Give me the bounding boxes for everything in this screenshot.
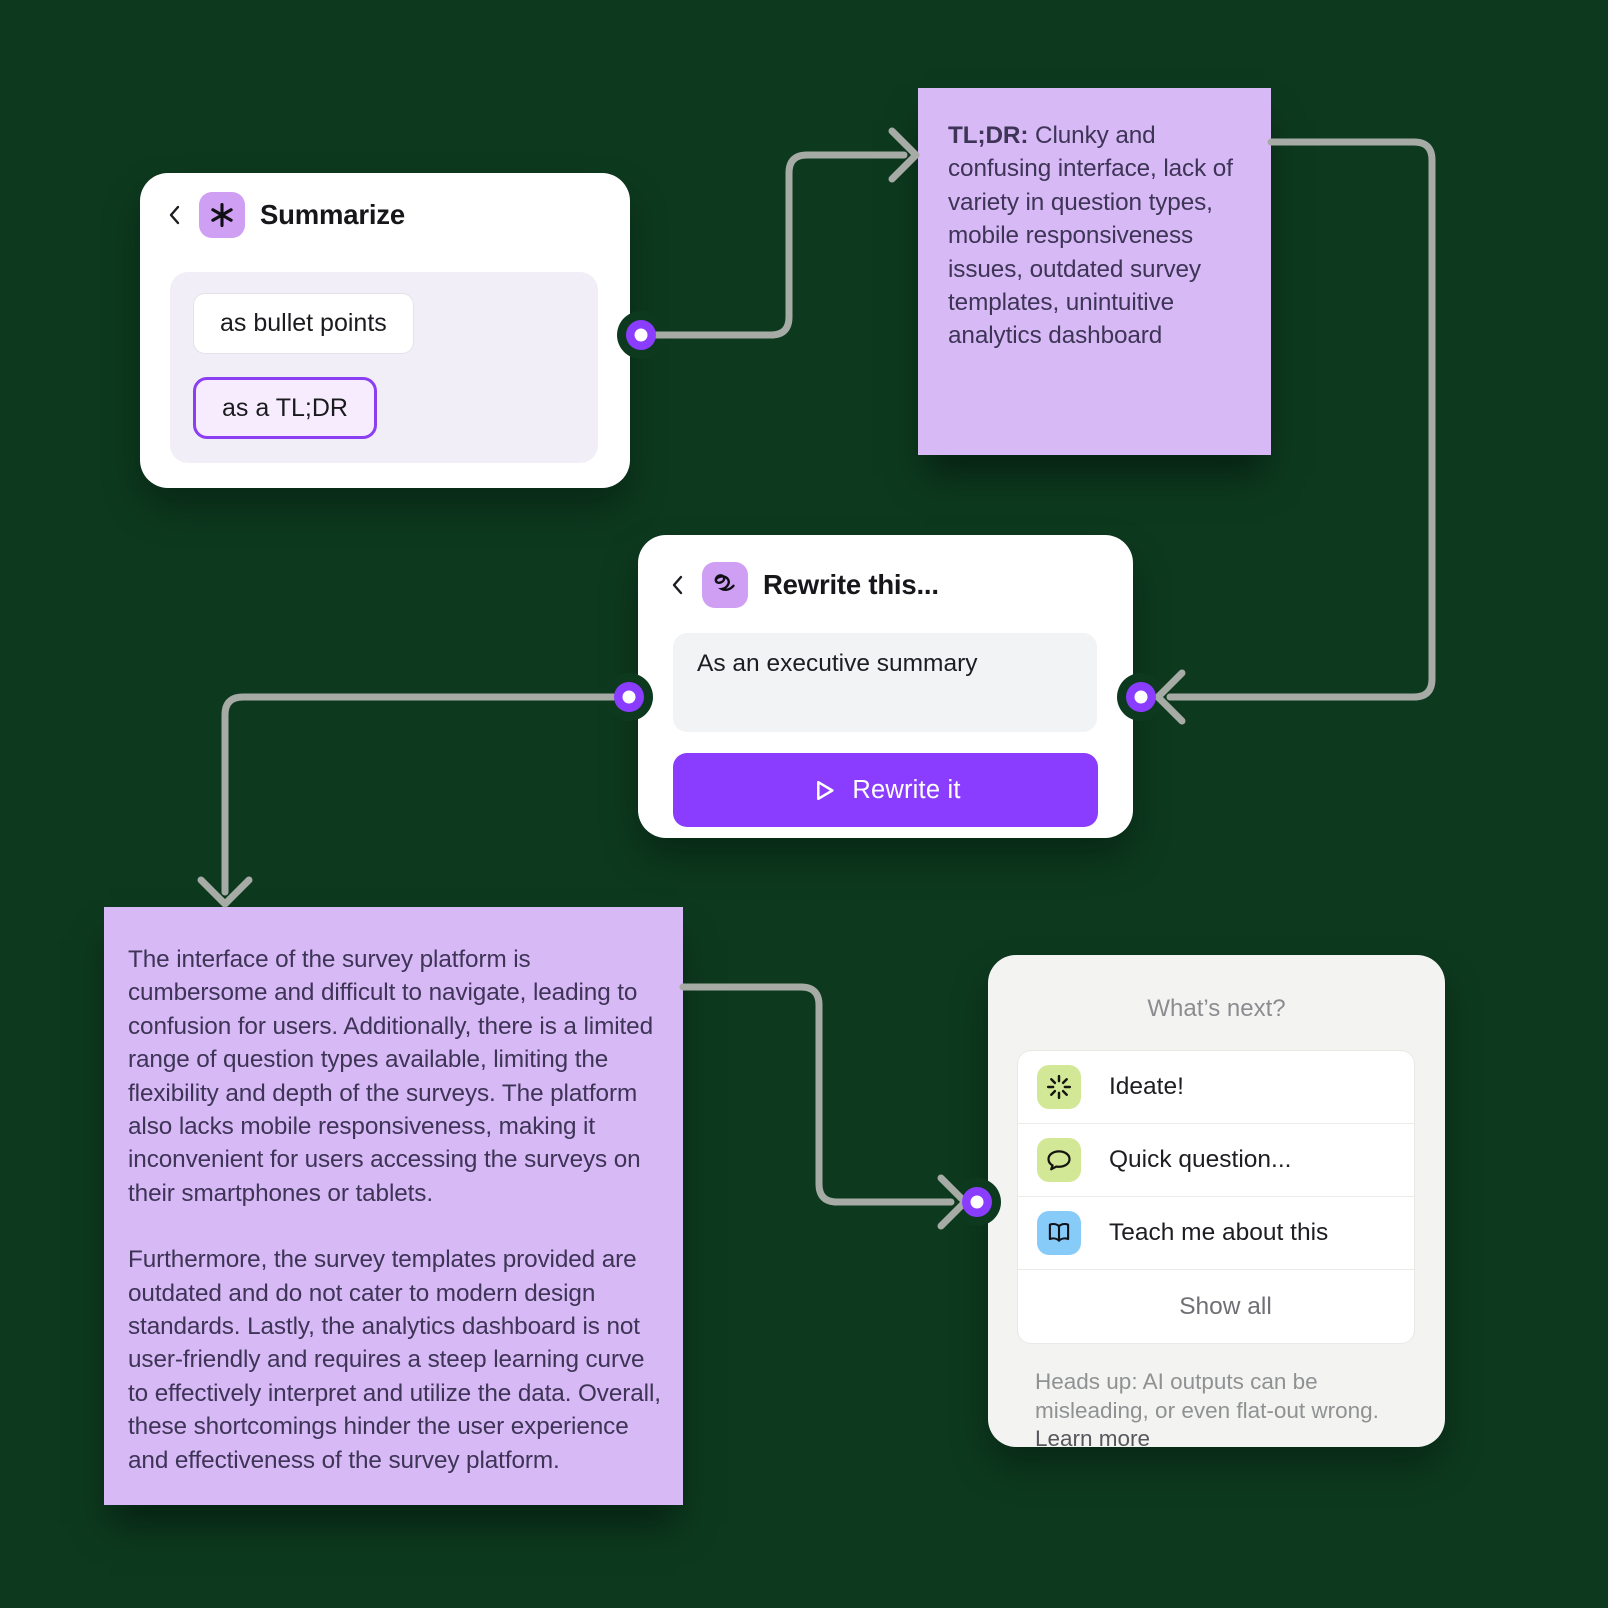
open-book-icon bbox=[1048, 1222, 1070, 1242]
learn-more-link[interactable]: Learn more bbox=[1035, 1426, 1151, 1451]
rewrite-panel: Rewrite this... As an executive summary … bbox=[638, 535, 1133, 838]
panel-title: Rewrite this... bbox=[763, 569, 939, 600]
rewrite-header: Rewrite this... bbox=[663, 562, 939, 608]
list-item-ideate[interactable]: Ideate! bbox=[1018, 1051, 1414, 1124]
back-button[interactable] bbox=[160, 192, 190, 238]
list-item-quick-question[interactable]: Quick question... bbox=[1018, 1124, 1414, 1197]
suggestion-list: Ideate! Quick question... Teach me ab bbox=[1017, 1050, 1415, 1344]
back-button[interactable] bbox=[663, 562, 693, 608]
rewrite-button[interactable]: Rewrite it bbox=[673, 753, 1098, 827]
rewrite-icon bbox=[702, 562, 748, 608]
rewrite-button-label: Rewrite it bbox=[852, 775, 961, 804]
list-item-teach-me[interactable]: Teach me about this bbox=[1018, 1197, 1414, 1270]
rewrite-input[interactable]: As an executive summary bbox=[673, 633, 1097, 732]
show-all-button[interactable]: Show all bbox=[1179, 1292, 1272, 1320]
list-item-label: Ideate! bbox=[1109, 1073, 1184, 1100]
chevron-left-icon bbox=[169, 205, 180, 225]
speech-bubble-icon bbox=[1047, 1150, 1071, 1171]
option-tldr[interactable]: as a TL;DR bbox=[193, 377, 377, 439]
whats-next-title: What’s next? bbox=[1147, 995, 1286, 1022]
arrowhead-icon bbox=[937, 1174, 969, 1230]
tldr-body: Clunky and confusing interface, lack of … bbox=[948, 122, 1233, 350]
list-item-label: Quick question... bbox=[1109, 1146, 1292, 1173]
summary-note-text: The interface of the survey platform is … bbox=[128, 943, 662, 1477]
ai-disclaimer: Heads up: AI outputs can be misleading, … bbox=[1035, 1368, 1409, 1454]
whats-next-panel: What’s next? bbox=[988, 955, 1445, 1451]
summary-paragraph-2: Furthermore, the survey templates provid… bbox=[128, 1246, 661, 1474]
connector-line-summary-to-next bbox=[679, 983, 955, 1206]
summarize-icon bbox=[199, 192, 245, 238]
summarize-panel: Summarize as bullet points as a TL;DR bbox=[140, 173, 630, 488]
arrowhead-icon bbox=[1154, 669, 1186, 725]
list-item-label: Teach me about this bbox=[1109, 1219, 1329, 1246]
summarize-options-panel: as bullet points as a TL;DR bbox=[170, 272, 598, 463]
option-bullet-points[interactable]: as bullet points bbox=[193, 293, 414, 354]
scribble-icon bbox=[714, 574, 735, 592]
panel-title: Summarize bbox=[260, 199, 405, 230]
chevron-left-icon bbox=[672, 575, 683, 595]
arrowhead-icon bbox=[888, 127, 920, 183]
summary-paragraph-1: The interface of the survey platform is … bbox=[128, 946, 653, 1207]
asterisk-icon bbox=[211, 202, 233, 228]
quick-question-icon-badge bbox=[1037, 1138, 1081, 1182]
disclaimer-text: Heads up: AI outputs can be misleading, … bbox=[1035, 1369, 1379, 1423]
tldr-note-text: TL;DR: Clunky and confusing interface, l… bbox=[948, 119, 1246, 353]
teach-me-icon-badge bbox=[1037, 1211, 1081, 1255]
connector-line-summarize-to-tldr bbox=[637, 151, 908, 339]
ideate-icon-badge bbox=[1037, 1065, 1081, 1109]
summary-sticky-note[interactable]: The interface of the survey platform is … bbox=[104, 907, 683, 1505]
burst-icon bbox=[1046, 1074, 1072, 1100]
tldr-label: TL;DR: bbox=[948, 122, 1029, 149]
connector-line-rewrite-to-summary bbox=[221, 693, 633, 896]
summarize-header: Summarize bbox=[160, 192, 405, 238]
tldr-sticky-note[interactable]: TL;DR: Clunky and confusing interface, l… bbox=[918, 88, 1271, 455]
connector-dot[interactable] bbox=[626, 320, 656, 350]
arrowhead-icon bbox=[197, 876, 253, 908]
play-icon bbox=[817, 780, 834, 800]
